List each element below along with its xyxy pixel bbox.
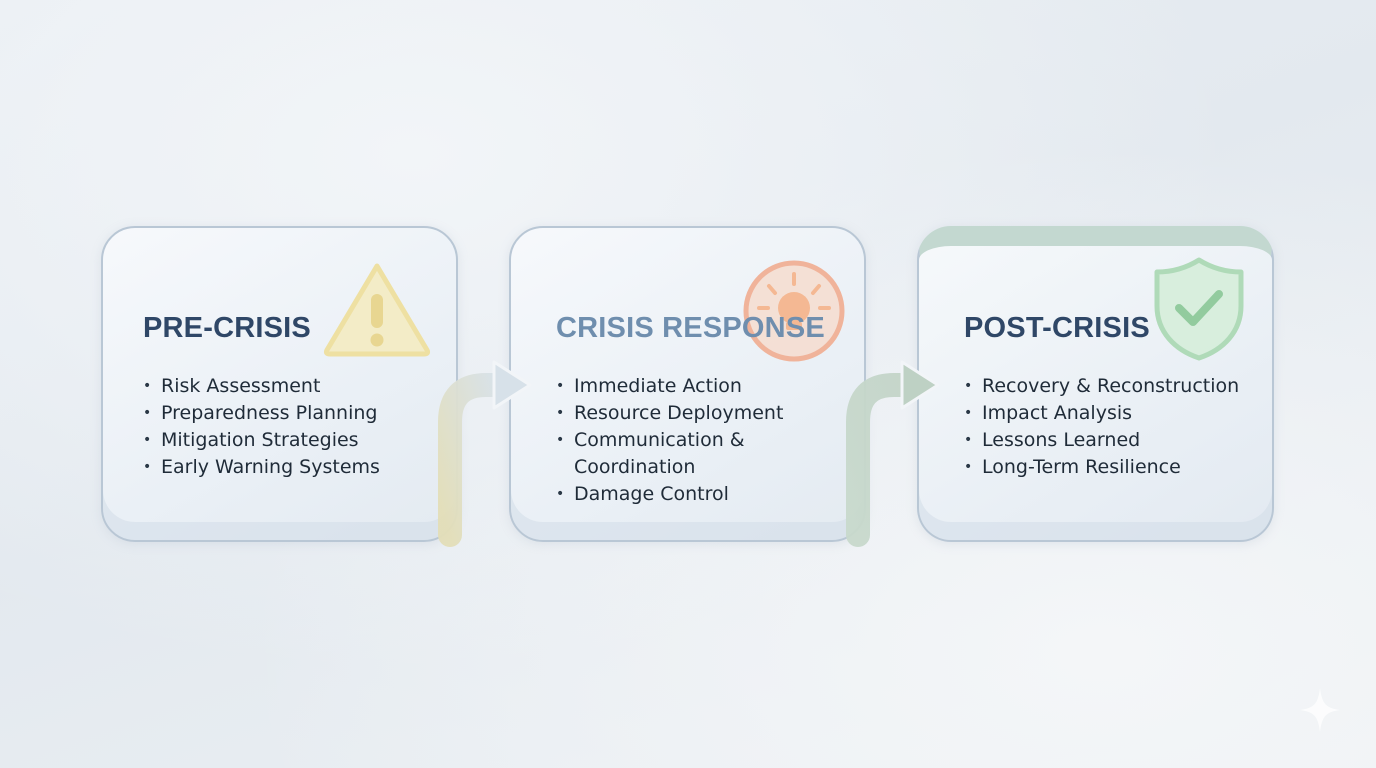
stage-card-post-crisis: POST-CRISIS Recovery & Reconstruction Im… bbox=[917, 226, 1274, 542]
list-item: Recovery & Reconstruction bbox=[964, 373, 1239, 400]
warning-triangle-icon bbox=[323, 263, 431, 357]
list-item: Damage Control bbox=[556, 481, 783, 508]
stage-title: POST-CRISIS bbox=[964, 312, 1150, 344]
list-item: Preparedness Planning bbox=[143, 400, 380, 427]
list-item: Impact Analysis bbox=[964, 400, 1239, 427]
stage-title: PRE-CRISIS bbox=[143, 312, 311, 344]
list-item: Communication & Coordination bbox=[556, 427, 783, 481]
stage-item-list: Recovery & Reconstruction Impact Analysi… bbox=[964, 373, 1239, 481]
list-item: Resource Deployment bbox=[556, 400, 783, 427]
list-item: Early Warning Systems bbox=[143, 454, 380, 481]
stage-card-crisis-response: CRISIS RESPONSE Immediate Action Resourc… bbox=[509, 226, 866, 542]
list-item: Risk Assessment bbox=[143, 373, 380, 400]
sparkle-icon bbox=[1300, 688, 1340, 732]
stage-item-list: Risk Assessment Preparedness Planning Mi… bbox=[143, 373, 380, 481]
stage-title: CRISIS RESPONSE bbox=[556, 312, 825, 344]
list-item: Lessons Learned bbox=[964, 427, 1239, 454]
list-item: Long-Term Resilience bbox=[964, 454, 1239, 481]
list-item: Mitigation Strategies bbox=[143, 427, 380, 454]
stage-item-list: Immediate Action Resource Deployment Com… bbox=[556, 373, 783, 508]
stage-card-pre-crisis: PRE-CRISIS Risk Assessment Preparedness … bbox=[101, 226, 458, 542]
shield-check-icon bbox=[1154, 257, 1244, 361]
lightbulb-icon bbox=[743, 260, 845, 362]
list-item: Immediate Action bbox=[556, 373, 783, 400]
